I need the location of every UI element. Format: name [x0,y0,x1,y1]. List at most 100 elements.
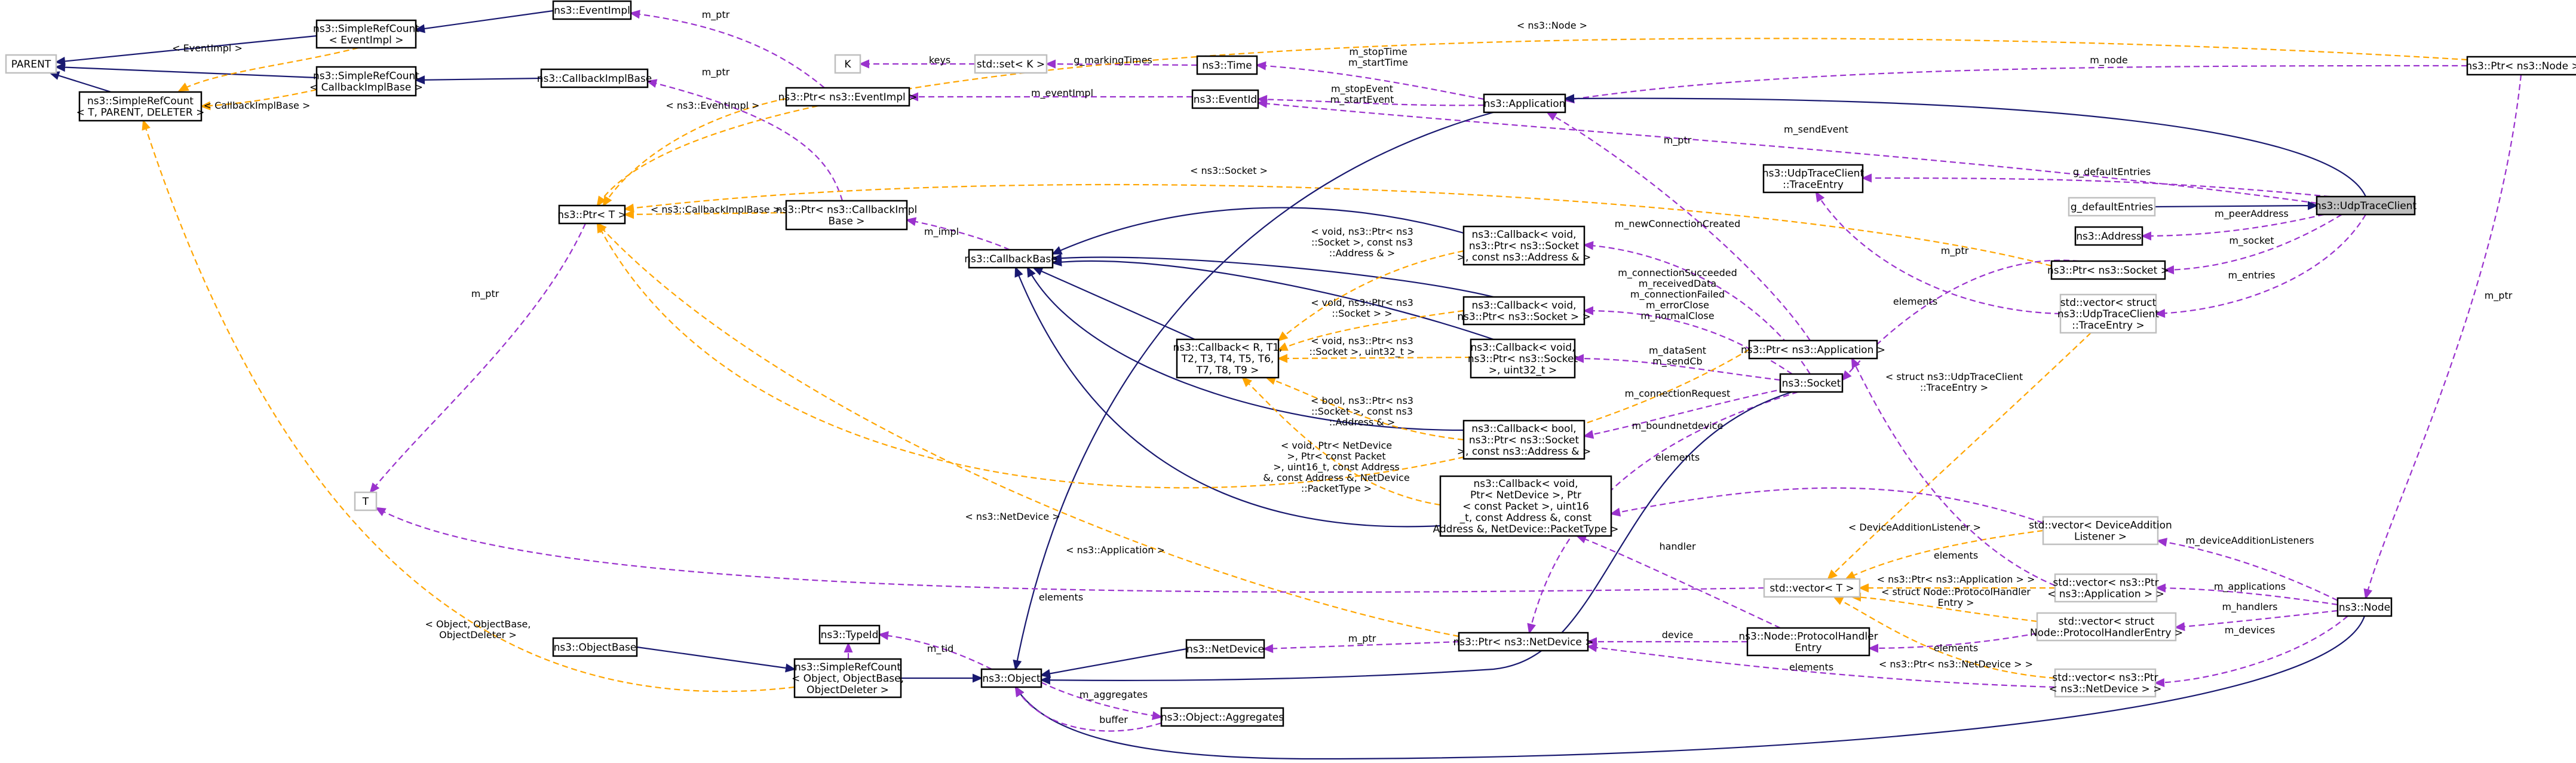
node-object[interactable]: ns3::Object [980,668,1042,688]
node-object-aggregates[interactable]: ns3::Object::Aggregates [1160,707,1284,727]
node-label: ns3::Ptr< ns3::CallbackImpl [776,204,918,216]
edge-label-m-aggregates: m_aggregates [1080,689,1148,701]
edges-layer [48,10,2522,760]
edge-line [879,633,992,670]
node-vector-t[interactable]: std::vector< T > [1763,578,1861,598]
node-udptraceclient[interactable]: ns3::UdpTraceClient [2315,195,2417,216]
node-box [834,54,861,74]
node-udptraceclient-traceentry[interactable]: ns3::UdpTraceClient::TraceEntry [1762,164,1864,194]
node-box [793,658,902,698]
arrowhead-icon [1527,623,1536,635]
arrowhead-icon [1039,669,1051,678]
edge-cb-void-socket-uint-to-callbackbase [1051,257,1494,341]
node-simplerefcount-eventimpl[interactable]: ns3::SimpleRefCount< EventImpl > [313,19,419,49]
node-g-defaultentries[interactable]: g_defaultEntries [2068,197,2156,217]
edge-label-line: m_socket [2229,235,2274,247]
edge-label-line: Entry > [1937,597,1974,608]
node-t[interactable]: T [354,491,378,511]
edge-callbackimplbase-to-simplerefcount-cbib [414,75,542,85]
node-vector-traceentry[interactable]: std::vector< structns3::UdpTraceClient::… [2057,293,2160,334]
node-ptr-application[interactable]: ns3::Ptr< ns3::Application > [1741,339,1885,360]
node-label: ns3::Time [1202,60,1252,72]
node-time[interactable]: ns3::Time [1196,55,1258,75]
node-vector-ptr-application[interactable]: std::vector< ns3::Ptr< ns3::Application … [2047,573,2164,603]
node-simplerefcount-cbib[interactable]: ns3::SimpleRefCount< CallbackImplBase > [309,66,423,97]
node-box [1458,632,1589,652]
node-ptr-node[interactable]: ns3::Ptr< ns3::Node > [2465,56,2576,76]
edge-label-cb-bool-tmpl: < bool, ns3::Ptr< ns3::Socket >, const n… [1311,395,1413,428]
arrowhead-icon [2163,265,2175,275]
node-ptr-netdevice[interactable]: ns3::Ptr< ns3::NetDevice > [1453,632,1594,652]
edge-label-cbib-ptr-tmpl: < ns3::CallbackImplBase > [651,204,781,215]
node-label: ns3::Callback< void, [1470,342,1575,354]
node-objectbase[interactable]: ns3::ObjectBase [552,637,638,657]
edge-label-line: < struct ns3::UdpTraceClient [1885,371,2023,382]
node-set[interactable]: std::set< K > [974,54,1048,74]
node-label: ::TraceEntry > [2072,320,2144,332]
edge-line [630,12,825,88]
node-callbackbase[interactable]: ns3::CallbackBase [964,249,1057,269]
edge-label-cb-socket-address-tmpl: < void, ns3::Ptr< ns3::Socket >, const n… [1311,226,1413,259]
node-label: ns3::Callback< void, [1471,300,1576,312]
edge-line [597,38,2468,206]
node-eventid[interactable]: ns3::EventId [1191,89,1259,109]
node-simplerefcount-object[interactable]: ns3::SimpleRefCount< Object, ObjectBase,… [792,658,904,698]
node-label: ::TraceEntry [1783,179,1844,191]
node-parent[interactable]: PARENT [5,54,57,74]
edge-udptraceclient-to-udptraceclient-traceentry [1861,173,2330,198]
node-application[interactable]: ns3::Application [1483,93,1566,114]
node-label: ns3::Callback< void, [1471,229,1576,241]
node-netdevice[interactable]: ns3::NetDevice [1185,639,1265,659]
node-label: ns3::Ptr< ns3::NetDevice > [1453,636,1594,648]
node-socket[interactable]: ns3::Socket [1779,373,1844,393]
node-k[interactable]: K [834,54,861,74]
node-typeid[interactable]: ns3::TypeId [818,624,881,645]
edge-udptraceclient-to-application [1563,94,2366,197]
node-ptr-socket[interactable]: ns3::Ptr< ns3::Socket > [2047,260,2169,280]
node-box [540,68,649,88]
node-ptr-t[interactable]: ns3::Ptr< T > [557,204,627,225]
node-ptr-eventimpl[interactable]: ns3::Ptr< ns3::EventImpl > [778,87,918,107]
node-cb-generic[interactable]: ns3::Callback< R, T1,T2, T3, T4, T5, T6,… [1173,338,1283,379]
node-cb-netdevice-packet[interactable]: ns3::Callback< void,Ptr< NetDevice >, Pt… [1433,475,1619,537]
node-box [2059,293,2157,334]
arrowhead-icon [1609,507,1621,517]
node-cb-void-socket[interactable]: ns3::Callback< void,ns3::Ptr< ns3::Socke… [1457,296,1591,326]
arrowhead-icon [1841,370,1852,381]
edge-label-line: g_defaultEntries [2073,166,2151,178]
edge-label-netdevice-tmpl: < ns3::NetDevice > [965,511,1060,522]
node-eventimpl[interactable]: ns3::EventImpl [552,0,632,20]
edge-label-m-conn-group: m_connectionSucceededm_receivedDatam_con… [1618,267,1737,322]
arrowhead-icon [142,119,151,131]
node-cb-void-socket-address[interactable]: ns3::Callback< void,ns3::Ptr< ns3::Socke… [1457,225,1591,266]
arrowhead-icon [177,82,189,92]
edge-label-handler: handler [1659,541,1696,552]
edge-label-dal-tmpl: < DeviceAdditionListener > [1848,522,1981,533]
edge-object-aggregates-to-object [1014,685,1162,732]
node-address[interactable]: ns3::Address [2074,226,2143,246]
node-simplerefcount-tpd[interactable]: ns3::SimpleRefCount< T, PARENT, DELETER … [76,91,205,122]
edge-label-line: m_stopTime [1349,46,1407,58]
node-vector-protocolhandlerentry[interactable]: std::vector< structNode::ProtocolHandler… [2030,612,2183,642]
edge-label-line: keys [929,54,950,66]
node-cb-void-socket-uint[interactable]: ns3::Callback< void,ns3::Ptr< ns3::Socke… [1468,338,1578,379]
node-cb-bool-socket-address[interactable]: ns3::Callback< bool,ns3::Ptr< ns3::Socke… [1457,419,1591,460]
arrowhead-icon [54,63,66,72]
edge-cb-netdevice-packet-to-cb-generic [1241,376,1441,506]
edge-simplerefcount-cbib-to-simplerefcount-tpd [200,88,317,111]
node-box [354,491,378,511]
edge-label-line: g_markingTimes [1074,54,1152,66]
node-vector-deviceadditionlistener[interactable]: std::vector< DeviceAdditionListener > [2029,516,2172,546]
node-node[interactable]: ns3::Node [2336,597,2393,617]
node-vector-ptr-netdevice[interactable]: std::vector< ns3::Ptr< ns3::NetDevice > … [2049,668,2162,698]
node-ptr-cbib[interactable]: ns3::Ptr< ns3::CallbackImplBase > [776,200,918,231]
node-protocolhandlerentry[interactable]: ns3::Node::ProtocolHandlerEntry [1738,627,1878,657]
arrowhead-icon [1045,59,1056,69]
edge-line [1033,266,1195,341]
edge-g-defaultentries-to-udptraceclient [2154,201,2319,210]
arrowhead-icon [2156,538,2168,547]
node-callbackimplbase[interactable]: ns3::CallbackImplBase [537,68,652,88]
edge-label-application-tmpl: < ns3::Application > [1066,544,1165,556]
edge-line [2155,615,2348,684]
node-box [315,19,417,49]
